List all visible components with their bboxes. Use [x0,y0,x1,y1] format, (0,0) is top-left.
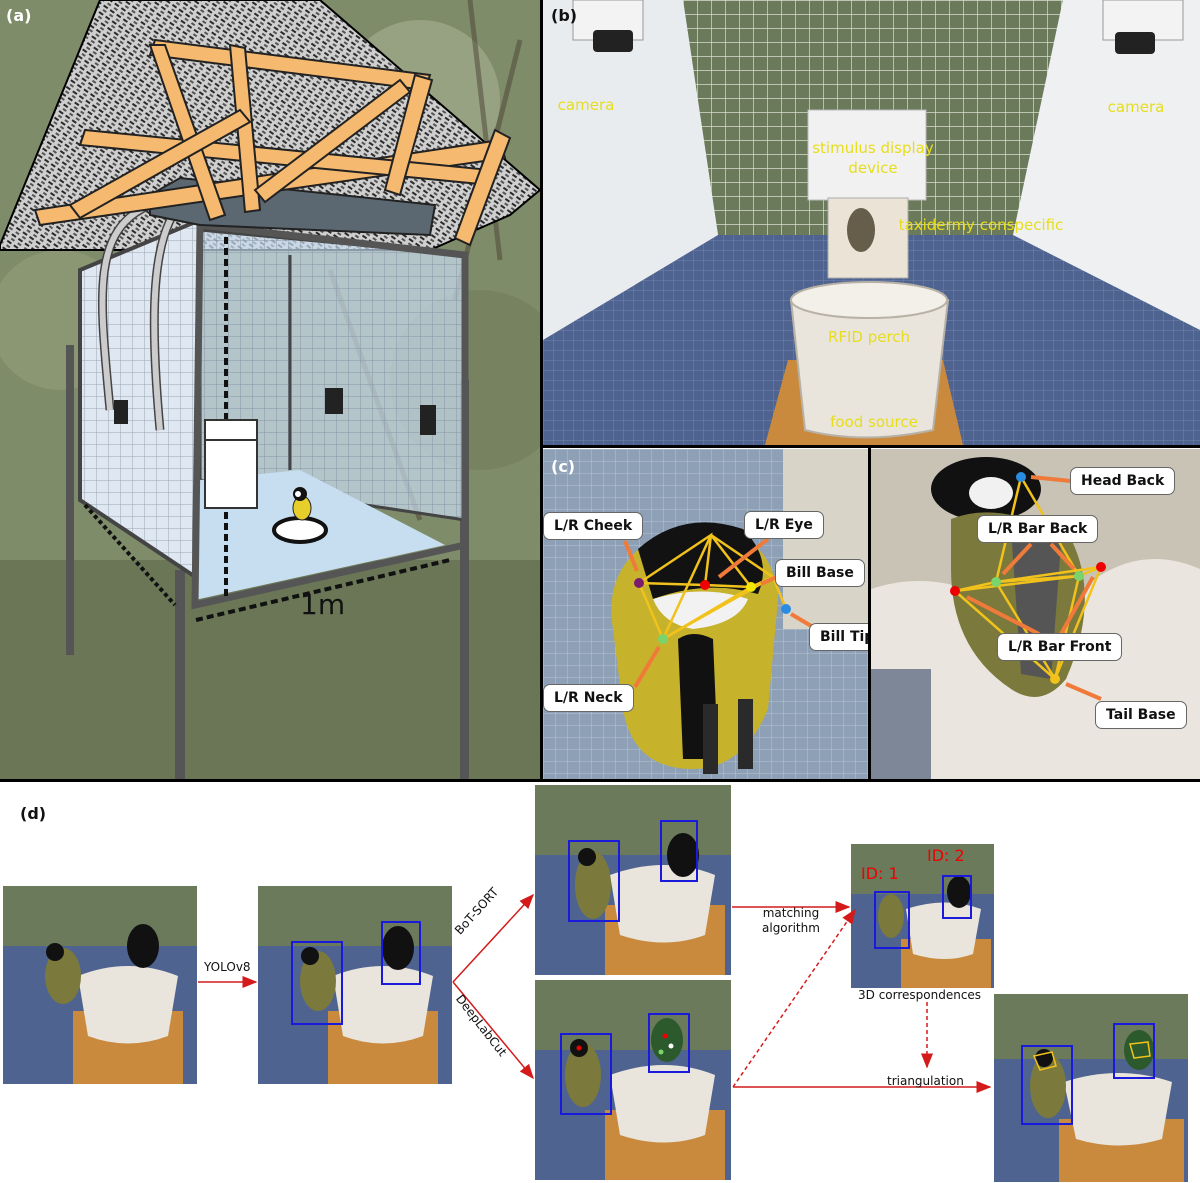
food-source-label: food source [830,413,918,431]
taxidermy-label: taxidermy conspecific [898,216,1064,234]
label-bill-tip: Bill Tip [809,623,869,651]
panel-a-label: (a) [6,6,32,25]
step-triangulation-label: triangulation [887,1074,964,1088]
panel-a-aviary-drawing: (a) 1m [0,0,540,780]
pipeline-frame-yolo [258,886,452,1084]
label-neck: L/R Neck [543,684,634,712]
scale-label: 1m [300,588,346,621]
panel-d-label: (d) [20,804,47,823]
divider-horizontal [0,779,1200,782]
pipeline-frame-botsort [535,785,731,975]
step-matching-label: matching algorithm [762,906,820,936]
frame-input-drawing [3,886,197,1084]
pipeline-frame-triangulated [994,994,1188,1182]
head-keypoint-illustration [543,449,869,780]
label-cheek: L/R Cheek [543,512,644,540]
stimulus-device-label-line2: device [848,159,898,177]
pipeline-arrows [198,893,992,1093]
frame-triangulated-drawing [994,994,1188,1182]
label-bar-front: L/R Bar Front [997,633,1123,661]
divider-vertical [540,0,543,781]
step-matching-line1: matching [762,906,820,920]
step-yolo-label: YOLOv8 [204,960,251,974]
frame-yolo-drawing [258,886,452,1084]
panel-c-label: (c) [551,457,576,476]
camera-right-label: camera [1107,98,1165,116]
step-matching-line2: algorithm [762,921,820,935]
divider-c [868,448,871,781]
divider-b-c [543,445,1200,448]
label-bill-base: Bill Base [775,559,865,587]
label-tail-base: Tail Base [1095,701,1187,729]
pipeline-frame-deeplabcut [535,980,731,1180]
stimulus-device-label-line1: stimulus display [812,139,934,157]
aviary-illustration [0,0,540,780]
rfid-perch-label: RFID perch [827,328,911,346]
step-3d-label: 3D correspondences [858,988,982,1002]
panel-c-head-keypoints: (c) L/R Cheek L/R Eye Bill Base Bill Tip… [543,449,869,780]
frame-deeplabcut-drawing [535,980,731,1180]
id-label-2: ID: 2 [927,846,965,865]
frame-matched-drawing [851,844,994,988]
camera-left-label: camera [557,96,615,114]
pipeline-frame-matched: ID: 1 ID: 2 [851,844,994,988]
frame-botsort-drawing [535,785,731,975]
id-label-1: ID: 1 [861,864,899,883]
panel-c-body-keypoints: Head Back L/R Bar Back L/R Bar Front Tai… [871,449,1200,780]
panel-b-label: (b) [551,6,578,25]
label-eye: L/R Eye [744,511,824,539]
body-keypoint-illustration [871,449,1200,780]
aviary-interior-illustration [543,0,1200,445]
pipeline-frame-input [3,886,197,1084]
stimulus-device-label: stimulus display device [798,138,948,178]
label-head-back: Head Back [1070,467,1176,495]
panel-b-aviary-photo: (b) camera camera stimulus display devic… [543,0,1200,445]
panel-d-pipeline: (d) [0,782,1200,1183]
label-bar-back: L/R Bar Back [977,515,1099,543]
